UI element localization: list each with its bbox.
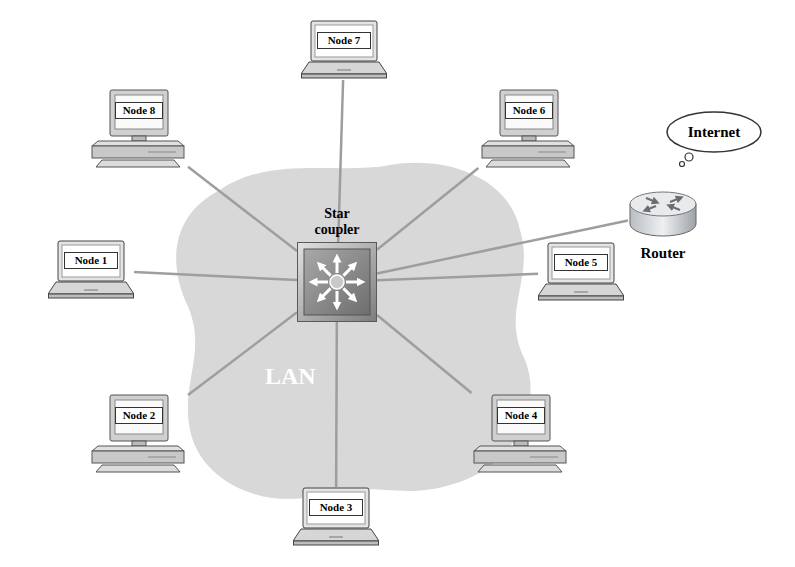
node-label: Node 1 bbox=[64, 252, 118, 269]
node-label: Node 8 bbox=[115, 102, 163, 119]
node-label: Node 7 bbox=[317, 32, 371, 49]
laptop-shape bbox=[538, 242, 624, 302]
laptop-shape bbox=[48, 240, 134, 300]
desktop-node: Node 6 bbox=[478, 88, 578, 168]
desktop-shape bbox=[478, 88, 578, 168]
router-shape bbox=[628, 184, 698, 242]
desktop-drawing bbox=[482, 90, 574, 167]
laptop-node: Node 7 bbox=[301, 20, 387, 80]
laptop-node: Node 1 bbox=[48, 240, 134, 300]
laptop-drawing bbox=[293, 488, 379, 545]
node-label: Node 2 bbox=[115, 407, 163, 424]
node-label: Node 4 bbox=[497, 407, 545, 424]
laptop-node: Node 3 bbox=[293, 487, 379, 547]
desktop-drawing bbox=[92, 90, 184, 167]
node-label: Node 5 bbox=[554, 254, 608, 271]
router-drawing bbox=[630, 192, 696, 236]
laptop-shape bbox=[301, 20, 387, 80]
desktop-node: Node 8 bbox=[88, 88, 188, 168]
node-label: Node 6 bbox=[505, 102, 553, 119]
area-label: LAN bbox=[265, 362, 316, 390]
coupler-drawing bbox=[298, 243, 377, 322]
router: Router bbox=[628, 184, 698, 242]
cloud-label: Internet bbox=[665, 110, 763, 154]
desktop-node: Node 4 bbox=[470, 393, 570, 473]
desktop-node: Node 2 bbox=[88, 393, 188, 473]
router-label: Router bbox=[641, 245, 686, 262]
laptop-shape bbox=[293, 487, 379, 547]
coupler-shape bbox=[297, 242, 377, 322]
laptop-drawing bbox=[301, 21, 387, 78]
laptop-drawing bbox=[538, 243, 624, 300]
internet-cloud: Internet bbox=[665, 110, 763, 168]
laptop-drawing bbox=[48, 241, 134, 298]
laptop-node: Node 5 bbox=[538, 242, 624, 302]
desktop-shape bbox=[88, 393, 188, 473]
desktop-shape bbox=[470, 393, 570, 473]
desktop-drawing bbox=[474, 395, 566, 472]
desktop-shape bbox=[88, 88, 188, 168]
desktop-drawing bbox=[92, 395, 184, 472]
coupler-label: Star coupler bbox=[301, 206, 373, 238]
node-label: Node 3 bbox=[309, 499, 363, 516]
star-coupler: Star coupler bbox=[297, 242, 377, 322]
